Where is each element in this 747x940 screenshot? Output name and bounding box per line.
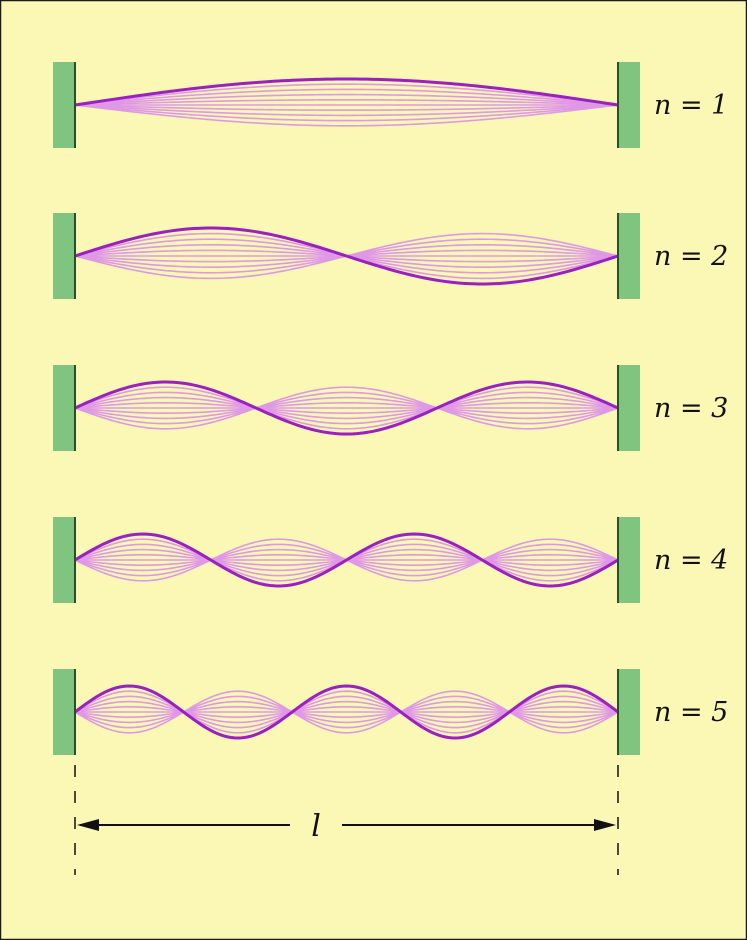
string-snapshot [74,690,619,734]
right-arrowhead [594,819,616,831]
mode-5: n = 5 [53,669,728,755]
mode-label: n = 2 [654,241,728,272]
string-main [74,532,619,588]
string-snapshot [74,104,619,127]
string-snapshot [74,396,619,420]
string-modes: n = 1 n = 2 n = 3 n = 4 n = 5 [53,62,728,755]
string-snapshot [74,690,619,734]
string-snapshot [74,402,619,415]
string-snapshot [74,705,619,719]
left-clamp [53,213,75,299]
string-main [74,77,619,107]
string-snapshot [74,104,619,111]
string-snapshot [74,396,619,420]
string-snapshot [74,695,619,729]
string-snapshot [74,386,619,430]
mode-label: n = 5 [654,697,728,728]
string-main [74,226,619,286]
string-snapshot [74,700,619,724]
right-clamp [618,669,640,755]
string-snapshot [74,700,619,724]
mode-label: n = 3 [654,393,728,424]
mode-label: n = 4 [654,545,728,576]
left-clamp [53,517,75,603]
string-snapshot [74,104,619,117]
string-main [74,380,619,436]
mode-1: n = 1 [53,62,728,148]
mode-3: n = 3 [53,365,728,451]
left-clamp [53,365,75,451]
string-snapshot [74,88,619,106]
left-clamp [53,62,75,148]
string-snapshot [74,104,619,122]
string-snapshot [74,401,619,414]
right-clamp [618,365,640,451]
left-clamp [53,669,75,755]
string-snapshot [74,99,619,106]
string-snapshot [74,705,619,719]
right-clamp [618,517,640,603]
mode-2: n = 2 [53,213,728,299]
string-snapshot [74,386,619,430]
string-snapshot [74,83,619,106]
string-snapshot [74,391,619,425]
length-indicator: l [74,765,619,875]
mode-label: n = 1 [654,90,728,121]
right-clamp [618,213,640,299]
right-clamp [618,62,640,148]
mode-4: n = 4 [53,517,728,603]
string-main [74,684,619,740]
string-snapshot [74,695,619,729]
string-snapshot [74,93,619,106]
length-label: l [311,809,321,844]
left-arrowhead [77,819,99,831]
string-snapshot [74,391,619,425]
